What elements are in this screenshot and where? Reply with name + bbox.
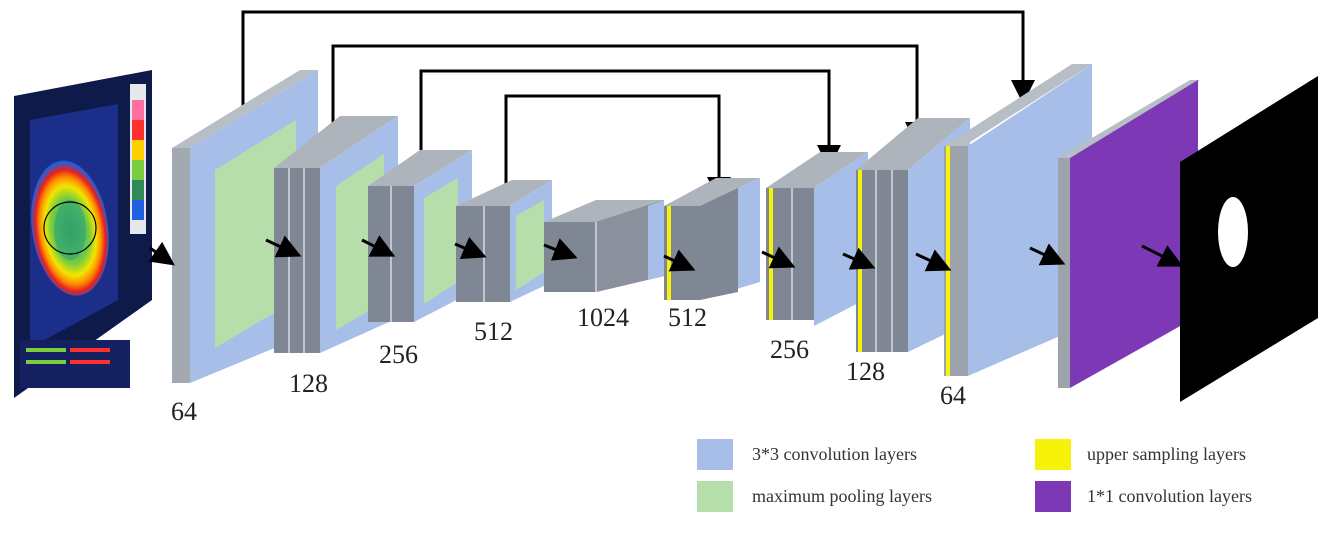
label-dec-64: 64 — [940, 381, 966, 410]
legend-item-conv1x1: 1*1 convolution layers — [1035, 481, 1252, 512]
legend-label-maxpool: maximum pooling layers — [752, 486, 932, 506]
input-topography-image — [14, 70, 152, 398]
label-enc-512: 512 — [474, 317, 513, 346]
label-dec-128: 128 — [846, 357, 885, 386]
legend-item-conv3x3: 3*3 convolution layers — [697, 439, 917, 470]
legend-label-upsample: upper sampling layers — [1087, 444, 1246, 464]
label-enc-256: 256 — [379, 340, 418, 369]
skip-connection-128 — [331, 44, 929, 146]
flow-arrow — [265, 235, 302, 258]
label-bottleneck-1024: 1024 — [577, 303, 629, 332]
flow-arrow — [663, 249, 696, 272]
legend-swatch-upsample — [1035, 439, 1071, 470]
output-segmentation-mask — [1180, 76, 1318, 402]
label-dec-256: 256 — [770, 335, 809, 364]
decoder-block-512 — [664, 178, 760, 300]
flow-arrow — [915, 249, 952, 272]
encoder-block-256 — [368, 150, 472, 322]
flow-arrow — [148, 241, 175, 266]
flow-arrow — [842, 247, 876, 270]
legend-item-upsample: upper sampling layers — [1035, 439, 1246, 470]
flow-arrow — [1141, 244, 1184, 267]
flow-arrow — [761, 246, 796, 269]
label-dec-512: 512 — [668, 303, 707, 332]
skip-connection-256 — [419, 69, 841, 176]
skip-connection-512 — [504, 94, 731, 201]
flow-arrow — [361, 235, 396, 257]
legend-swatch-conv3x3 — [697, 439, 733, 470]
label-enc-128: 128 — [289, 369, 328, 398]
skip-connections — [241, 10, 1035, 201]
label-enc-64: 64 — [171, 397, 197, 426]
legend-label-conv3x3: 3*3 convolution layers — [752, 444, 917, 464]
flow-arrow — [1029, 243, 1066, 266]
flow-arrow — [454, 236, 487, 260]
legend-label-conv1x1: 1*1 convolution layers — [1087, 486, 1252, 506]
legend-swatch-conv1x1 — [1035, 481, 1071, 512]
flow-arrow — [543, 238, 578, 261]
skip-connection-64 — [241, 10, 1035, 108]
decoder-block-256 — [766, 152, 868, 326]
legend-swatch-maxpool — [697, 481, 733, 512]
conv1x1-block — [1058, 80, 1200, 388]
flow-arrows — [148, 235, 1184, 272]
channel-labels: 64 128 256 512 1024 512 256 128 64 — [171, 303, 966, 426]
legend-item-maxpool: maximum pooling layers — [697, 481, 932, 512]
bottleneck-block-1024 — [544, 200, 664, 292]
legend: 3*3 convolution layers maximum pooling l… — [697, 439, 1252, 512]
